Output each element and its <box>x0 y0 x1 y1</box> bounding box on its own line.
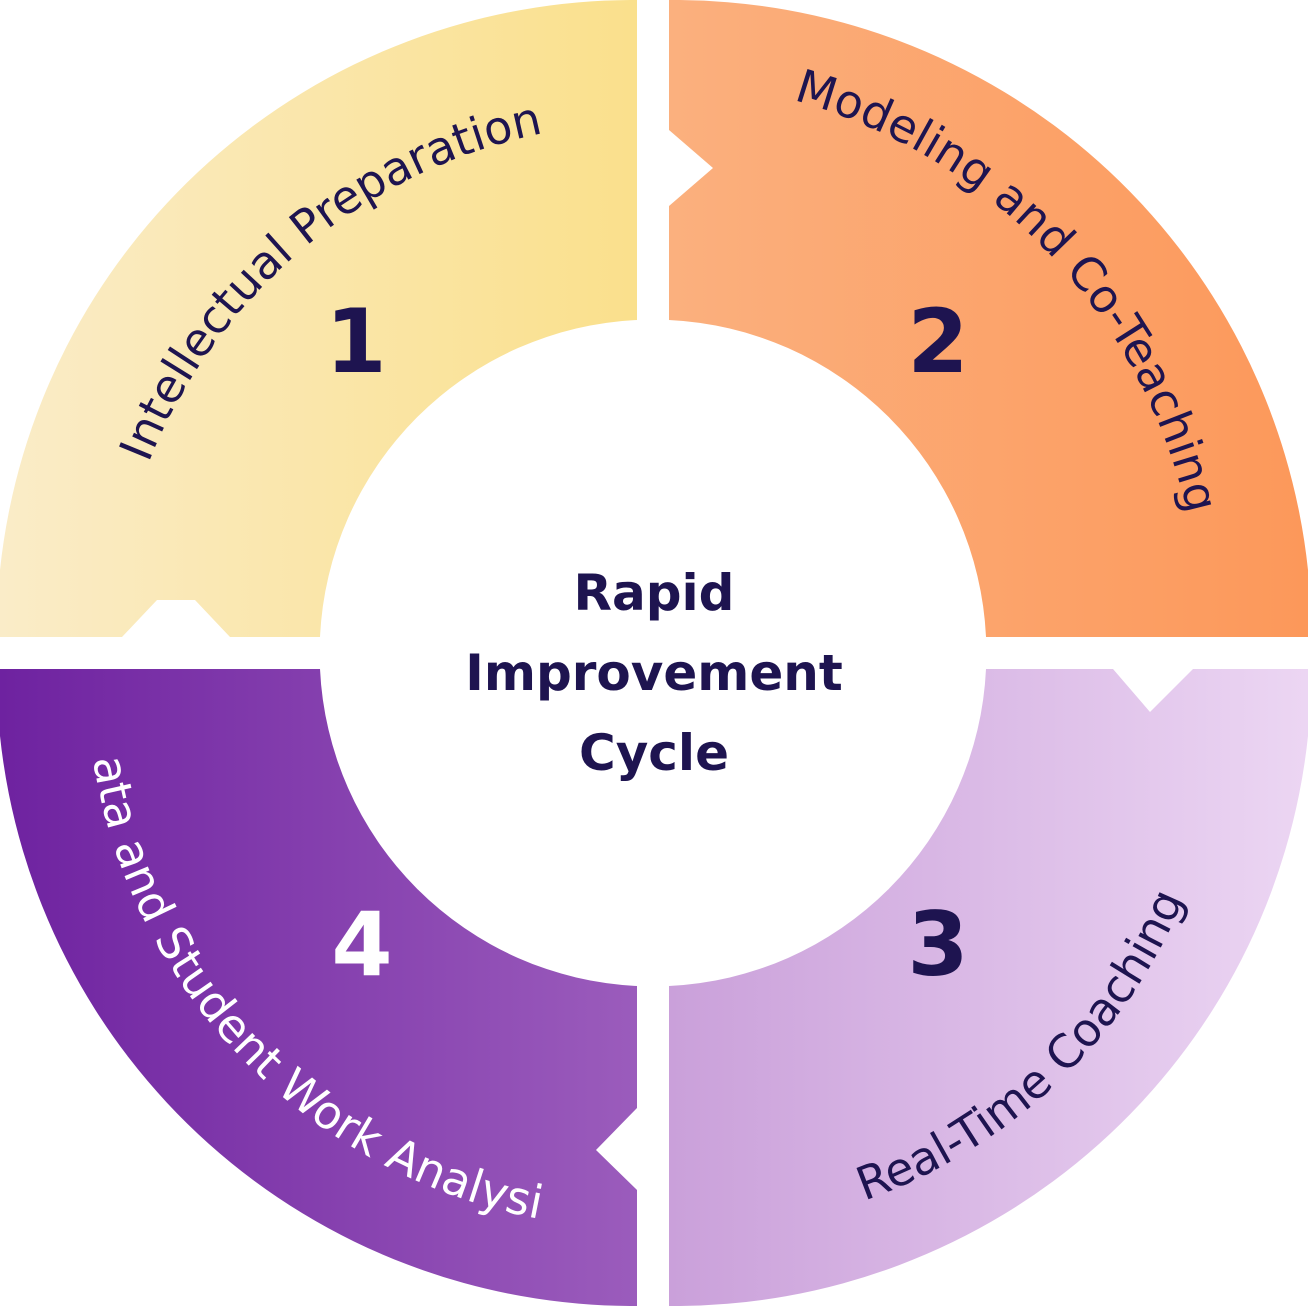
segment-2: Modeling and Co-Teaching 2 <box>669 0 1308 637</box>
center-title-line-2: Improvement <box>465 644 843 702</box>
center-title: Rapid Improvement Cycle <box>465 564 843 782</box>
segment-1-shape <box>0 0 637 637</box>
segment-3: Real-Time Coaching 3 <box>669 669 1308 1306</box>
segment-4-number: 4 <box>331 893 392 996</box>
segment-4-shape <box>0 669 637 1306</box>
segment-2-shape <box>669 0 1308 637</box>
center-title-line-1: Rapid <box>574 564 735 622</box>
center-title-line-3: Cycle <box>579 724 729 782</box>
segment-1-number: 1 <box>325 290 386 393</box>
segment-2-number: 2 <box>907 290 968 393</box>
segment-1: Intellectual Preparation 1 <box>0 0 637 637</box>
segment-3-number: 3 <box>907 893 968 996</box>
segment-3-shape <box>669 669 1308 1306</box>
